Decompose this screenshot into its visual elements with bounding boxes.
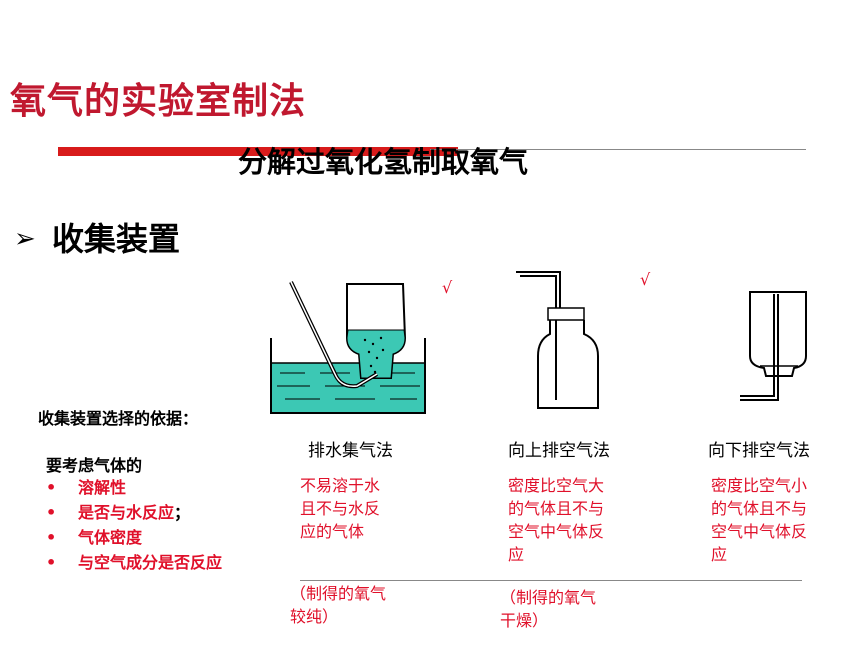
list-item: •与空气成分是否反应 — [46, 550, 278, 575]
method-desc-upward: 密度比空气大 的气体且不与 空气中气体反 应 — [508, 476, 605, 564]
bullet-dot-icon: • — [46, 528, 57, 547]
method-name-water: 排水集气法 — [308, 441, 393, 461]
list-item: •是否与水反应； — [46, 500, 278, 525]
consider-label: 要考虑气体的 — [46, 456, 143, 475]
list-item: •气体密度 — [46, 525, 278, 550]
page-title: 氧气的实验室制法 — [10, 81, 307, 122]
method-desc-downward: 密度比空气小 的气体且不与 空气中气体反 应 — [711, 476, 808, 564]
method-name-upward: 向上排空气法 — [508, 441, 610, 461]
check-mark-water: √ — [442, 278, 453, 297]
method-note-water: （制得的氧气 较纯） — [290, 584, 387, 626]
check-mark-upward: √ — [640, 270, 651, 289]
bottom-divider-line — [300, 580, 802, 581]
method-name-downward: 向下排空气法 — [708, 441, 810, 461]
arrow-bullet-icon: ➢ — [14, 224, 36, 254]
method-desc-water: 不易溶于水 且不与水反 应的气体 — [300, 476, 381, 541]
bullet-dot-icon: • — [46, 553, 57, 572]
bullet-dot-icon: • — [46, 503, 57, 522]
basis-label: 收集装置选择的依据： — [38, 409, 199, 428]
list-item: •溶解性 — [46, 475, 278, 500]
title-divider-line — [430, 149, 806, 150]
page-subtitle: 分解过氧化氢制取氧气 — [238, 145, 529, 179]
downward-air-apparatus — [740, 291, 807, 401]
method-note-upward: （制得的氧气 干燥） — [500, 588, 597, 630]
section-heading: 收集装置 — [52, 220, 181, 258]
reason-list: •溶解性 •是否与水反应； •气体密度 •与空气成分是否反应 — [46, 475, 278, 575]
title-underline-bar — [58, 147, 458, 156]
bullet-dot-icon: • — [46, 478, 57, 497]
upward-air-apparatus — [516, 271, 599, 409]
water-displacement-apparatus — [270, 281, 426, 414]
